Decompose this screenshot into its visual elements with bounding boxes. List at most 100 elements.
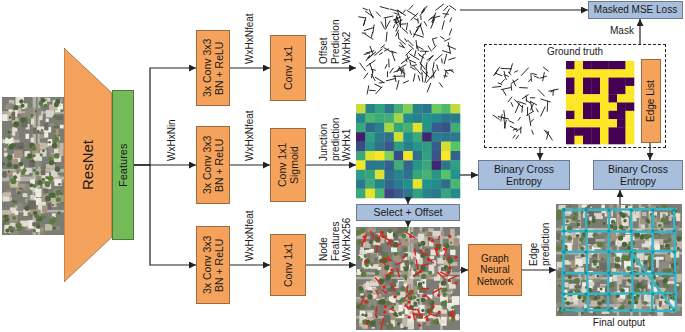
offset-segment	[532, 130, 534, 134]
roof	[669, 216, 672, 221]
offset-segment	[409, 5, 413, 9]
node-dot	[443, 247, 446, 250]
tree	[42, 167, 45, 170]
tree	[356, 230, 362, 236]
offset-segment	[415, 50, 416, 56]
tree	[422, 281, 424, 283]
heatmap-cell	[403, 189, 413, 199]
offset-segment	[444, 54, 447, 64]
mask-cell	[609, 94, 618, 103]
heatmap-cell	[384, 142, 394, 152]
tree	[11, 143, 16, 148]
node-dot	[448, 235, 451, 238]
offset-segment	[376, 87, 382, 94]
tree	[592, 219, 596, 223]
roof	[367, 227, 375, 232]
offset-segment	[516, 136, 518, 139]
tree	[391, 306, 394, 309]
offset-segment	[422, 288, 429, 289]
tree	[416, 299, 419, 302]
junction-dot	[672, 308, 675, 311]
node-dot	[408, 300, 411, 303]
tree	[613, 226, 618, 231]
heatmap-cell	[451, 123, 461, 133]
arrow-connector	[639, 19, 640, 44]
tree	[408, 295, 413, 300]
offset-segment	[437, 65, 439, 70]
arrow-connector	[134, 165, 196, 265]
tree	[32, 155, 35, 158]
heatmap-cell	[432, 104, 442, 114]
roof	[677, 241, 682, 249]
junction-dot	[672, 229, 675, 232]
tree	[398, 312, 402, 316]
tree	[11, 114, 13, 116]
tree	[568, 280, 572, 284]
roof	[588, 282, 594, 286]
tree	[403, 327, 406, 330]
offset-segment	[416, 23, 421, 32]
offset-segment	[407, 285, 408, 293]
tree	[360, 269, 363, 272]
heatmap-cell	[375, 189, 385, 199]
tree	[14, 164, 19, 169]
tree	[364, 314, 367, 317]
tree	[370, 264, 373, 267]
mask-cell	[617, 127, 626, 136]
heatmap-cell	[375, 123, 385, 133]
offset-segment	[428, 46, 431, 51]
node-dot	[393, 295, 396, 298]
tree	[371, 291, 373, 293]
junction-dot	[562, 308, 565, 311]
offset-segment	[529, 79, 531, 81]
tree	[576, 234, 579, 237]
tree	[663, 283, 668, 288]
roof	[42, 205, 48, 212]
tree	[365, 263, 369, 267]
offset-segment	[511, 103, 513, 107]
offset-segment	[380, 53, 383, 55]
tree	[17, 191, 20, 194]
offset-segment	[511, 85, 513, 91]
tree	[23, 121, 26, 124]
roof	[25, 108, 33, 114]
mask-cell	[609, 61, 618, 70]
junction-dot	[672, 208, 675, 211]
mask-cell	[592, 136, 601, 145]
mask-cell	[575, 127, 584, 136]
mask-cell	[583, 136, 592, 145]
mask-cell	[617, 119, 626, 128]
tree	[635, 295, 637, 297]
offset-segment	[520, 87, 528, 88]
roof	[44, 132, 48, 137]
node-label: Masked MSE Loss	[594, 4, 677, 16]
heatmap-cell	[394, 170, 404, 180]
offset-segment	[410, 31, 411, 35]
offset-segment	[382, 290, 386, 293]
offset-segment	[541, 99, 550, 102]
mask-cell	[575, 119, 584, 128]
tree	[435, 245, 441, 251]
junction-dot	[629, 208, 632, 211]
offset-segment	[390, 309, 395, 312]
junction-dot	[562, 208, 565, 211]
heatmap-cell	[441, 104, 451, 114]
offset-segment	[435, 244, 439, 246]
offset-segment	[407, 11, 416, 16]
junction-dot	[651, 229, 654, 232]
offset-segment	[363, 8, 367, 10]
offset-segment	[381, 318, 383, 329]
tree	[621, 304, 625, 308]
junction-dot	[651, 271, 654, 274]
junction-dot	[629, 271, 632, 274]
tree	[634, 301, 637, 304]
tree	[641, 286, 644, 289]
heatmap-cell	[394, 151, 404, 161]
roof	[411, 239, 417, 243]
offset-segment	[498, 83, 502, 85]
tree	[623, 219, 626, 222]
roof	[35, 189, 41, 197]
roof	[556, 275, 562, 280]
loss-box: Masked MSE Loss	[588, 1, 683, 19]
mask-cell	[583, 111, 592, 120]
